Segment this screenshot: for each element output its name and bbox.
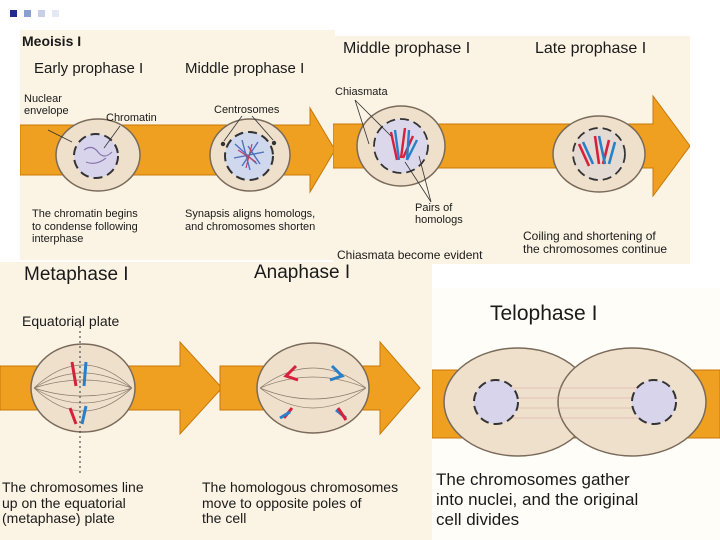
panel-telophase: Telophase I The chromosomes gather into … <box>432 288 720 540</box>
leader-centrosome-1 <box>223 115 243 142</box>
panel-metaphase-anaphase: Metaphase I Anaphase I Equatorial plate … <box>0 262 432 540</box>
caption-telophase: The chromosomes gather into nuclei, and … <box>436 470 639 529</box>
centrosome-left <box>220 141 226 147</box>
leader-chromatin <box>103 125 121 149</box>
leader-centrosome-2 <box>251 115 274 141</box>
caption-early-prophase: The chromatin begins to condense followi… <box>32 208 138 245</box>
label-centrosomes: Centrosomes <box>214 104 280 116</box>
leader-pairs-2 <box>418 155 432 203</box>
bullet-1 <box>10 10 17 17</box>
panel-middle-late-prophase: Middle prophase I Late prophase I Chiasm… <box>333 36 690 264</box>
leader-nuclear-envelope <box>47 129 73 143</box>
anaphase-chromosomes-red-2 <box>336 407 348 421</box>
leader-chiasmata-1 <box>354 99 392 137</box>
panel-early-middle-prophase: Meoisis I Early prophase I Middle propha… <box>20 30 335 260</box>
stage-metaphase: Metaphase I <box>24 264 129 285</box>
metaphase-chromosomes-blue <box>80 361 88 425</box>
nucleus-left <box>473 379 519 425</box>
bullet-3 <box>38 10 45 17</box>
panel4-drawing <box>432 347 720 457</box>
panel1-drawing <box>20 106 335 194</box>
stage-late-prophase: Late prophase I <box>535 40 647 57</box>
label-pairs-of-homologs: Pairs of homologs <box>415 202 463 226</box>
panel2-drawing <box>333 94 690 203</box>
label-nuclear-envelope: Nuclear envelope <box>24 93 69 117</box>
homolog-pairs-blue <box>393 129 419 161</box>
stage-middle-prophase-2: Middle prophase I <box>343 40 471 57</box>
label-chromatin: Chromatin <box>106 112 157 124</box>
label-chiasmata: Chiasmata <box>335 86 388 98</box>
late-chromosomes-blue <box>581 135 617 165</box>
leader-pairs-1 <box>404 161 432 203</box>
caption-metaphase: The chromosomes line up on the equatoria… <box>2 479 144 526</box>
leader-chiasmata-2 <box>354 99 370 145</box>
nucleus-right <box>631 379 677 425</box>
label-equatorial-plate: Equatorial plate <box>22 313 120 329</box>
bullet-2 <box>24 10 31 17</box>
spindle-remnants <box>492 387 658 419</box>
cell-metaphase <box>30 343 136 433</box>
spindle-fibers-anaphase <box>259 367 367 409</box>
caption-chiasmata: Chiasmata become evident <box>337 248 483 262</box>
stage-telophase: Telophase I <box>490 302 598 325</box>
nucleus-late <box>572 127 626 181</box>
metaphase-chromosomes-red <box>68 361 78 425</box>
centrosome-right <box>271 140 277 146</box>
meiosis-title: Meoisis I <box>22 33 82 49</box>
nuclear-envelope <box>73 133 119 179</box>
synapsis-chromosomes-red <box>237 143 257 169</box>
panel3-drawing <box>0 326 421 474</box>
caption-late-prophase: Coiling and shortening of the chromosome… <box>523 229 668 256</box>
caption-middle-prophase: Synapsis aligns homologs, and chromosome… <box>185 208 316 233</box>
chromatin-strands <box>83 146 113 164</box>
cell-anaphase <box>256 342 370 434</box>
stage-anaphase: Anaphase I <box>254 262 351 283</box>
caption-anaphase: The homologous chromosomes move to oppos… <box>202 479 399 526</box>
bullet-4 <box>52 10 59 17</box>
stage-early-prophase: Early prophase I <box>34 60 144 77</box>
stage-middle-prophase: Middle prophase I <box>185 60 305 77</box>
